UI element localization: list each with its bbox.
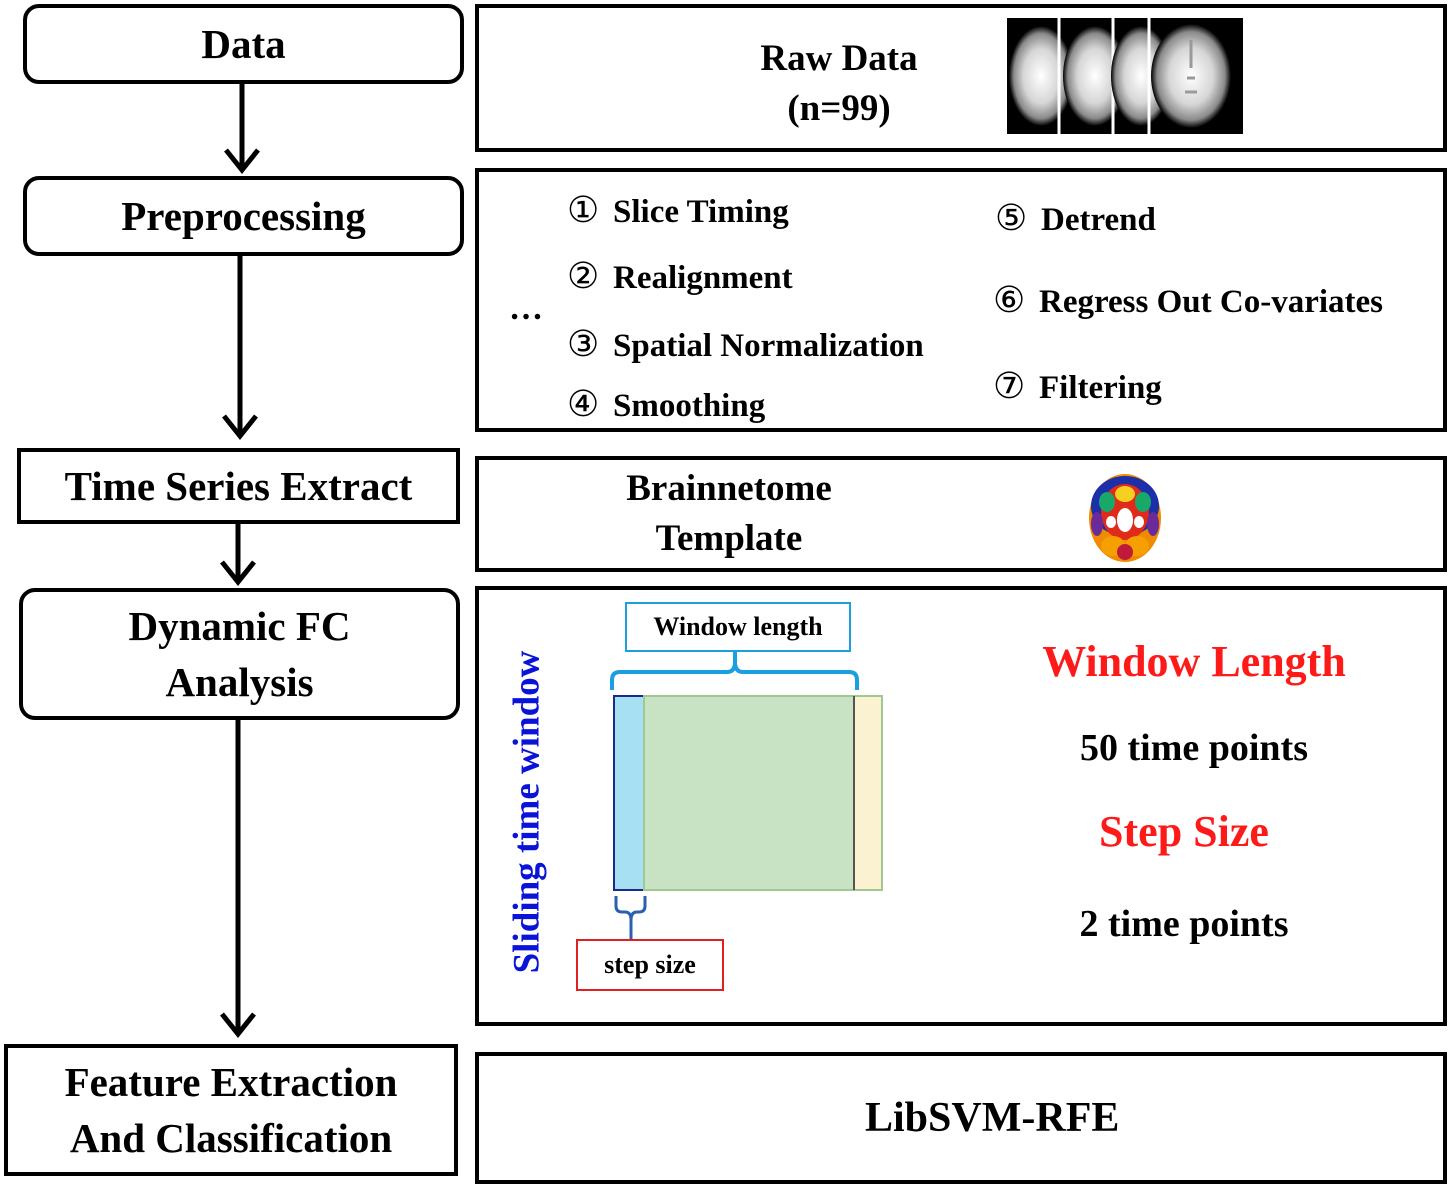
step-data-label: Data [201, 21, 286, 67]
dynamic-fc-panel: Window length step size Sliding time win… [475, 586, 1447, 1026]
preprocessing-item-label: Smoothing [613, 388, 766, 424]
step-feature-line2: And Classification [69, 1115, 393, 1161]
circled-number: ⑦ [993, 366, 1026, 407]
raw-data-line1: Raw Data [760, 38, 918, 79]
preprocessing-item-label: Realignment [613, 260, 793, 296]
window-length-label: Window length [653, 612, 823, 641]
preprocessing-item-label: Filtering [1039, 370, 1162, 406]
step-preprocessing: Preprocessing [23, 176, 464, 256]
preprocessing-item-label: Spatial Normalization [613, 328, 924, 364]
preprocessing-item-1: ① Slice Timing [567, 190, 789, 231]
window-length-title: Window Length [1042, 637, 1346, 686]
step-time-series-label: Time Series Extract [64, 463, 413, 509]
preprocessing-panel: … ① Slice Timing ② Realignment ③ Spatial No… [475, 168, 1447, 432]
window-length-value: 50 time points [1080, 727, 1308, 769]
circled-number: ⑤ [995, 198, 1028, 239]
raw-data-line2: (n=99) [787, 88, 891, 129]
preprocessing-item-7: ⑦ Filtering [993, 366, 1162, 407]
arrow-head-2 [222, 414, 258, 441]
preprocessing-item-3: ③ Spatial Normalization [567, 324, 924, 365]
step-size-bracket [614, 896, 647, 940]
circled-number: ② [567, 256, 600, 297]
step-time-series-extract: Time Series Extract [17, 448, 460, 524]
step-data: Data [23, 4, 464, 84]
window-yellow-strip [853, 695, 883, 891]
template-title: Brainnetome Template [599, 464, 859, 564]
step-dynamic-fc-line1: Dynamic FC [128, 603, 351, 649]
preprocessing-item-2: ② Realignment [567, 256, 793, 297]
circled-number: ④ [567, 384, 600, 425]
circled-number: ① [567, 190, 600, 231]
arrow-head-4 [220, 1012, 256, 1039]
template-line1: Brainnetome [626, 468, 832, 509]
step-preprocessing-label: Preprocessing [121, 193, 366, 239]
preprocessing-item-label: Slice Timing [613, 194, 789, 230]
brain-slices-image [1007, 18, 1243, 134]
step-size-label: step size [604, 950, 696, 979]
classifier-panel: LibSVM-RFE [475, 1052, 1447, 1184]
template-line2: Template [655, 518, 803, 559]
raw-data-title: Raw Data (n=99) [729, 34, 949, 134]
window-blue-strip [613, 695, 645, 891]
preprocessing-item-label: Detrend [1041, 202, 1156, 238]
step-dynamic-fc: Dynamic FC Analysis [19, 588, 460, 720]
template-panel: Brainnetome Template [475, 456, 1447, 572]
preprocessing-item-5: ⑤ Detrend [995, 198, 1156, 239]
window-main [643, 695, 855, 891]
classifier-label: LibSVM-RFE [865, 1095, 1120, 1141]
preprocessing-item-4: ④ Smoothing [567, 384, 765, 425]
preprocessing-item-label: Regress Out Co-variates [1039, 284, 1383, 320]
brainnetome-atlas-image [1089, 474, 1161, 562]
circled-number: ③ [567, 324, 600, 365]
arrow-head-3 [220, 560, 256, 587]
step-dynamic-fc-line2: Analysis [165, 659, 314, 705]
raw-data-panel: Raw Data (n=99) [475, 4, 1447, 152]
step-size-label-box: step size [576, 939, 724, 991]
arrow-head-1 [224, 148, 260, 175]
circled-number: ⑥ [993, 280, 1026, 321]
window-length-label-box: Window length [625, 602, 851, 652]
step-feature-extraction: Feature Extraction And Classification [4, 1044, 458, 1176]
step-feature-line1: Feature Extraction [64, 1059, 398, 1105]
preprocessing-item-6: ⑥ Regress Out Co-variates [993, 280, 1383, 321]
window-length-bracket [610, 650, 859, 690]
step-size-title: Step Size [1099, 807, 1269, 856]
step-size-value: 2 time points [1079, 903, 1289, 945]
sliding-time-window-text: Sliding time window [506, 650, 548, 974]
sliding-window-diagram [610, 650, 883, 940]
preprocessing-ellipsis: … [509, 290, 543, 327]
